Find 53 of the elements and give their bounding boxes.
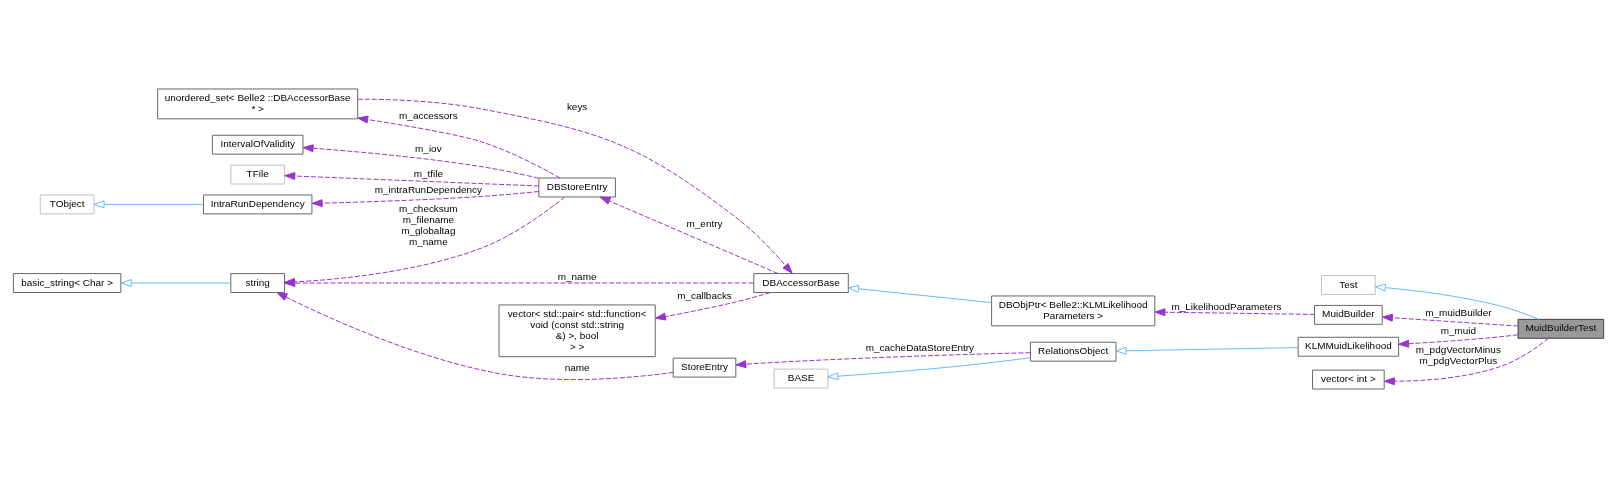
node-box: basic_string< Char > [12, 272, 122, 293]
edge-label: m_cacheDataStoreEntry [865, 341, 975, 353]
edge-label: m_iov [415, 142, 442, 154]
arrow [1383, 337, 1549, 385]
arrow [93, 199, 204, 208]
node-box: KLMMuidLikelihood [1297, 336, 1400, 357]
edge-label: m_name [557, 270, 597, 282]
node-box: DBObjPtr< Belle2::KLMLikelihood Parameters > [991, 294, 1156, 326]
edge-label: m_muidBuilder [1425, 306, 1492, 318]
arrow [1154, 307, 1315, 316]
node-box: IntervalOfValidity [211, 134, 304, 155]
arrow [848, 284, 992, 303]
node-box: TObject [39, 193, 95, 214]
node-box: unordered_set< Belle2 ::DBAccessorBase * > [157, 88, 359, 119]
node-box: MuidBuilder [1314, 304, 1383, 325]
arrow [311, 190, 540, 207]
edge-label: m_muid [1440, 324, 1477, 336]
node-box: StoreEntry [672, 357, 737, 378]
edge-label: m_accessors [399, 109, 458, 121]
node-box: DBAccessorBase [753, 272, 849, 293]
edge-label: m_tfile [413, 167, 443, 179]
edge-label: m_entry [686, 217, 723, 229]
node-box: vector< int > [1312, 369, 1385, 389]
edge-label: name [564, 361, 590, 373]
node-box: BASE [773, 368, 829, 388]
arrow [1115, 346, 1299, 355]
edge-label: m_callbacks [677, 289, 732, 301]
arrow [284, 171, 540, 186]
edge-label: m_intraRunDependency [374, 183, 482, 195]
node-box: IntraRunDependency [202, 193, 313, 214]
arrow [599, 195, 779, 274]
arrow [302, 143, 539, 179]
edge-label: m_LikelihoodParameters [1171, 300, 1282, 312]
arrow [357, 115, 561, 178]
arrow [1374, 283, 1540, 320]
node-box: Test [1321, 274, 1376, 295]
arrow [827, 356, 1031, 380]
arrow [1382, 313, 1519, 327]
edge-label: m_pdgVectorMinus m_pdgVectorPlus [1415, 343, 1501, 366]
arrow [735, 351, 1031, 368]
node-box: string [230, 272, 286, 293]
arrow [276, 291, 674, 380]
arrow [655, 291, 771, 320]
arrow [120, 278, 231, 287]
node-box: TFile [230, 164, 286, 184]
edge-label: keys [566, 100, 588, 112]
node-box: MuidBuilderTest [1517, 318, 1605, 339]
node-box: vector< std::pair< std::function< void (const std::string &) >, bool > > [498, 303, 656, 357]
edge-label: m_checksum m_filename m_globaltag m_name [399, 202, 458, 247]
arrow [1398, 333, 1519, 348]
arrow [357, 98, 793, 274]
node-box: RelationsObject [1029, 341, 1117, 362]
node-box: DBStoreEntry [538, 177, 616, 197]
